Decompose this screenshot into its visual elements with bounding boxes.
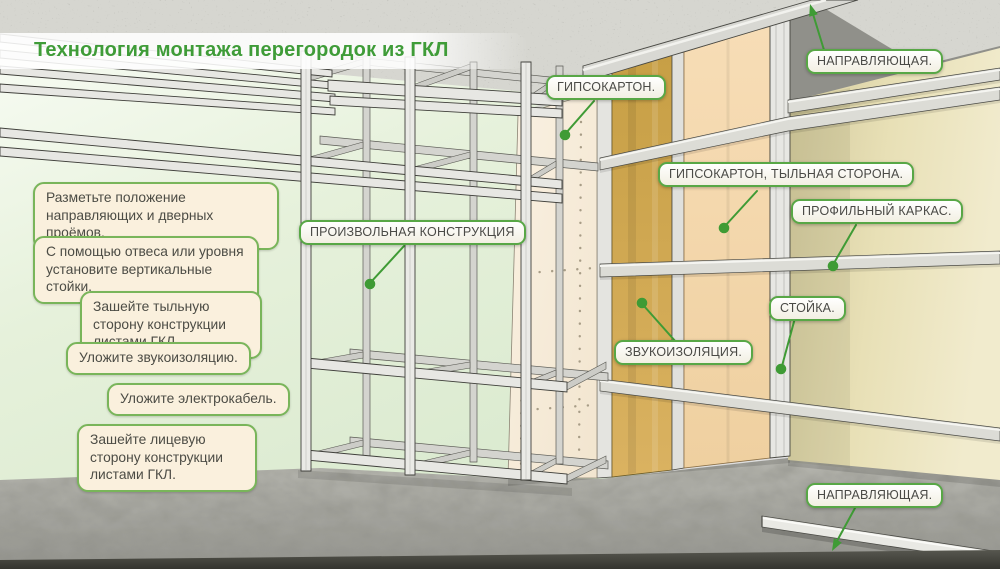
callout-line-sound-insulation [636, 297, 677, 343]
callout-label-custom-construction: ПРОИЗВОЛЬНАЯ КОНСТРУКЦИЯ [299, 220, 526, 245]
wall-rail-top-a [787, 67, 1000, 114]
wall-rail-lower [599, 378, 1000, 442]
callout-label-rail-top: НАПРАВЛЯЮЩАЯ. [806, 49, 944, 74]
frame-front-bars [305, 79, 568, 485]
callout-line-gypsum [559, 100, 595, 141]
callout-line-rail-bottom [832, 507, 856, 551]
callout-line-custom-construction [364, 245, 405, 290]
callout-line-gypsum-back [718, 190, 758, 234]
instruction-box-insulation: Уложите звукоизоляцию. [66, 342, 251, 375]
wall-rail-top-b [599, 86, 1000, 171]
page-title: Технология монтажа перегородок из ГКЛ [34, 39, 449, 61]
callout-line-stud [775, 317, 796, 375]
callout-label-gypsum-back: ГИПСОКАРТОН, ТЫЛЬНАЯ СТОРОНА. [658, 162, 915, 187]
floor-edge-band [0, 550, 1000, 569]
callout-label-gypsum: ГИПСОКАРТОН. [546, 75, 667, 100]
corner-stud [769, 19, 791, 459]
callout-label-rail-bottom: НАПРАВЛЯЮЩАЯ. [806, 483, 944, 508]
callout-lines [364, 4, 857, 551]
callout-line-profile-frame [827, 224, 857, 272]
callout-label-sound-insulation: ЗВУКОИЗОЛЯЦИЯ. [614, 340, 754, 365]
callout-line-rail-top [809, 4, 825, 51]
wall-rail-middle [599, 250, 1000, 278]
callout-label-profile-frame: ПРОФИЛЬНЫЙ КАРКАС. [791, 199, 963, 224]
right-wall-rails [599, 67, 1000, 444]
title-band [0, 33, 528, 69]
callout-label-stud: СТОЙКА. [769, 296, 846, 321]
instruction-box-cable: Уложите электрокабель. [107, 383, 290, 416]
instruction-box-face-side: Зашейте лицевую сторону конструкции лист… [77, 424, 257, 492]
corner-stud-channels [775, 22, 785, 457]
